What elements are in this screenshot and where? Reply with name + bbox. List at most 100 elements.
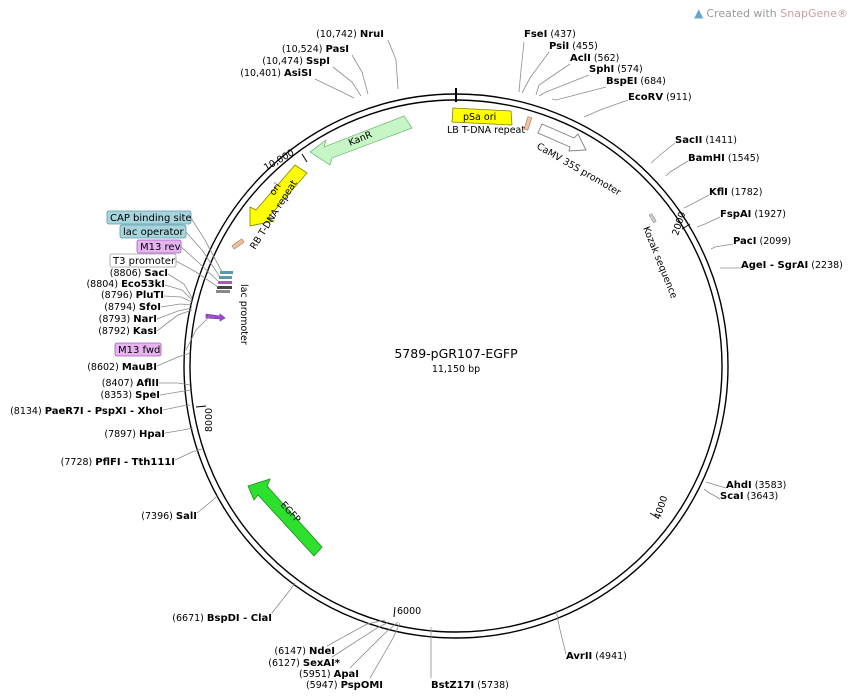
site-position-psii: (455) bbox=[569, 41, 598, 52]
site-label-psii: PsiI (455) bbox=[549, 41, 598, 52]
feature-kanr: KanR bbox=[309, 115, 413, 166]
site-name-apai: ApaI bbox=[334, 669, 359, 680]
site-name-avrii: AvrII bbox=[566, 651, 592, 662]
site-name-bstz17i: BstZ17I bbox=[431, 680, 474, 691]
site-name-bspdi-clai: BspDI - ClaI bbox=[207, 613, 272, 624]
site-position-sspi: (10,474) bbox=[262, 56, 306, 67]
site-name-acli: AclI bbox=[570, 53, 591, 64]
site-position-ndei: (6147) bbox=[274, 646, 309, 657]
site-name-sacii: SacII bbox=[675, 135, 702, 146]
boxed-feature-t3-promoter: T3 promoter bbox=[109, 253, 177, 268]
boxed-feature-lac-operator: lac operator bbox=[119, 224, 187, 239]
site-leader-sphi bbox=[538, 74, 590, 97]
credit-prefix: Created with bbox=[706, 7, 777, 20]
site-name-fsei: FseI bbox=[524, 29, 547, 40]
site-label-pspomi: (5947) PspOMI bbox=[306, 680, 383, 691]
site-leader-pflfi-tth111i bbox=[174, 448, 203, 461]
site-position-ecorv: (911) bbox=[663, 92, 692, 103]
site-leader-kasi bbox=[156, 309, 193, 332]
site-label-sphi: SphI (574) bbox=[589, 64, 643, 75]
site-position-ahdi: (3583) bbox=[752, 480, 787, 491]
boxed-feature-label-lac-operator: lac operator bbox=[123, 227, 184, 238]
feature-label-lac-promoter: lac promoter bbox=[238, 284, 249, 345]
site-name-pspomi: PspOMI bbox=[341, 680, 383, 691]
site-label-paci: PacI (2099) bbox=[733, 236, 791, 247]
feature-ori: ori bbox=[249, 164, 308, 227]
site-position-sfoi: (8794) bbox=[104, 302, 139, 313]
site-position-bamhi: (1545) bbox=[725, 153, 760, 164]
site-label-sfoi: (8794) SfoI bbox=[104, 302, 161, 313]
site-position-nari: (8793) bbox=[99, 314, 134, 325]
site-name-saci: SacI bbox=[144, 268, 168, 279]
site-position-paer7i-pspxi-xhoi: (8134) bbox=[10, 406, 45, 417]
site-label-pasi: (10,524) PasI bbox=[282, 44, 349, 55]
site-name-sspi: SspI bbox=[306, 56, 330, 67]
site-position-eco53ki: (8804) bbox=[86, 279, 121, 290]
site-position-acli: (562) bbox=[591, 53, 620, 64]
site-position-fspai: (1927) bbox=[751, 209, 786, 220]
site-label-aflii: (8407) AflII bbox=[102, 378, 159, 389]
site-name-psii: PsiI bbox=[549, 41, 569, 52]
site-label-acli: AclI (562) bbox=[570, 53, 619, 64]
site-position-scai: (3643) bbox=[744, 491, 779, 502]
site-name-maubi: MauBI bbox=[122, 362, 157, 373]
site-label-nrui: (10,742) NruI bbox=[316, 29, 384, 40]
site-position-asisi: (10,401) bbox=[240, 68, 284, 79]
site-position-maubi: (8602) bbox=[87, 362, 122, 373]
boxed-feature-label-t3-promoter: T3 promoter bbox=[112, 256, 176, 267]
snapgene-logo-icon: ▲ bbox=[694, 6, 704, 20]
site-name-agei-sgrai: AgeI - SgrAI bbox=[741, 260, 808, 271]
site-leader-nrui bbox=[387, 39, 399, 90]
site-label-bspdi-clai: (6671) BspDI - ClaI bbox=[172, 613, 272, 624]
plasmid-length: 11,150 bp bbox=[432, 364, 480, 375]
site-label-pflfi-tth111i: (7728) PflFI - Tth111I bbox=[61, 457, 175, 468]
site-leader-paer7i-pspxi-xhoi bbox=[162, 404, 191, 411]
site-label-ndei: (6147) NdeI bbox=[274, 646, 335, 657]
site-position-aflii: (8407) bbox=[102, 378, 137, 389]
site-name-asisi: AsiSI bbox=[284, 68, 312, 79]
site-position-pflfi-tth111i: (7728) bbox=[61, 457, 96, 468]
site-label-hpai: (7897) HpaI bbox=[104, 429, 165, 440]
site-label-avrii: AvrII (4941) bbox=[566, 651, 627, 662]
site-name-paci: PacI bbox=[733, 236, 756, 247]
site-leader-sali bbox=[196, 494, 219, 514]
feature-psa-ori: pSa ori bbox=[451, 107, 513, 126]
site-name-spei: SpeI bbox=[135, 390, 160, 401]
site-leader-aflii bbox=[159, 382, 191, 386]
site-leader-apai bbox=[349, 621, 399, 669]
site-position-fsei: (437) bbox=[547, 29, 576, 40]
site-label-spei: (8353) SpeI bbox=[101, 390, 160, 401]
boxed-feature-cap-binding-site: CAP binding site bbox=[106, 210, 192, 225]
site-position-kfli: (1782) bbox=[728, 187, 763, 198]
site-label-asisi: (10,401) AsiSI bbox=[240, 68, 312, 79]
site-labels: (10,742) NruI(10,524) PasI(10,474) SspI(… bbox=[10, 29, 843, 691]
site-position-sali: (7396) bbox=[141, 511, 176, 522]
site-label-paer7i-pspxi-xhoi: (8134) PaeR7I - PspXI - XhoI bbox=[10, 406, 163, 417]
boxed-feature-m13-rev: M13 rev bbox=[136, 239, 182, 254]
feature-lb-repeat: LB T-DNA repeat bbox=[447, 116, 533, 136]
site-label-fsei: FseI (437) bbox=[524, 29, 576, 40]
site-name-scai: ScaI bbox=[720, 491, 744, 502]
mcs-feature-cluster bbox=[216, 271, 233, 293]
site-leader-pasi bbox=[351, 54, 369, 95]
boxed-feature-m13-fwd: M13 fwd bbox=[114, 342, 162, 357]
site-label-nari: (8793) NarI bbox=[99, 314, 157, 325]
site-leader-sacii bbox=[650, 142, 676, 164]
site-leader-fsei bbox=[518, 41, 525, 93]
site-leader-bamhi bbox=[665, 160, 689, 177]
feature-label-lb-repeat: LB T-DNA repeat bbox=[447, 125, 525, 136]
site-label-eco53ki: (8804) Eco53kI bbox=[86, 279, 165, 290]
site-leader-saci bbox=[167, 273, 193, 299]
site-name-eco53ki: Eco53kI bbox=[121, 279, 165, 290]
site-name-bspei: BspEI bbox=[606, 76, 637, 87]
site-name-sexai: SexAI* bbox=[303, 658, 341, 669]
site-leader-spei bbox=[159, 389, 191, 396]
site-position-saci: (8806) bbox=[110, 268, 145, 279]
site-leader-bspdi-clai bbox=[271, 582, 296, 614]
site-label-sali: (7396) SalI bbox=[141, 511, 197, 522]
site-leader-acli bbox=[535, 63, 571, 96]
feature-label-psa-ori: pSa ori bbox=[463, 112, 496, 123]
site-name-sali: SalI bbox=[176, 511, 197, 522]
site-name-paer7i-pspxi-xhoi: PaeR7I - PspXI - XhoI bbox=[45, 406, 163, 417]
